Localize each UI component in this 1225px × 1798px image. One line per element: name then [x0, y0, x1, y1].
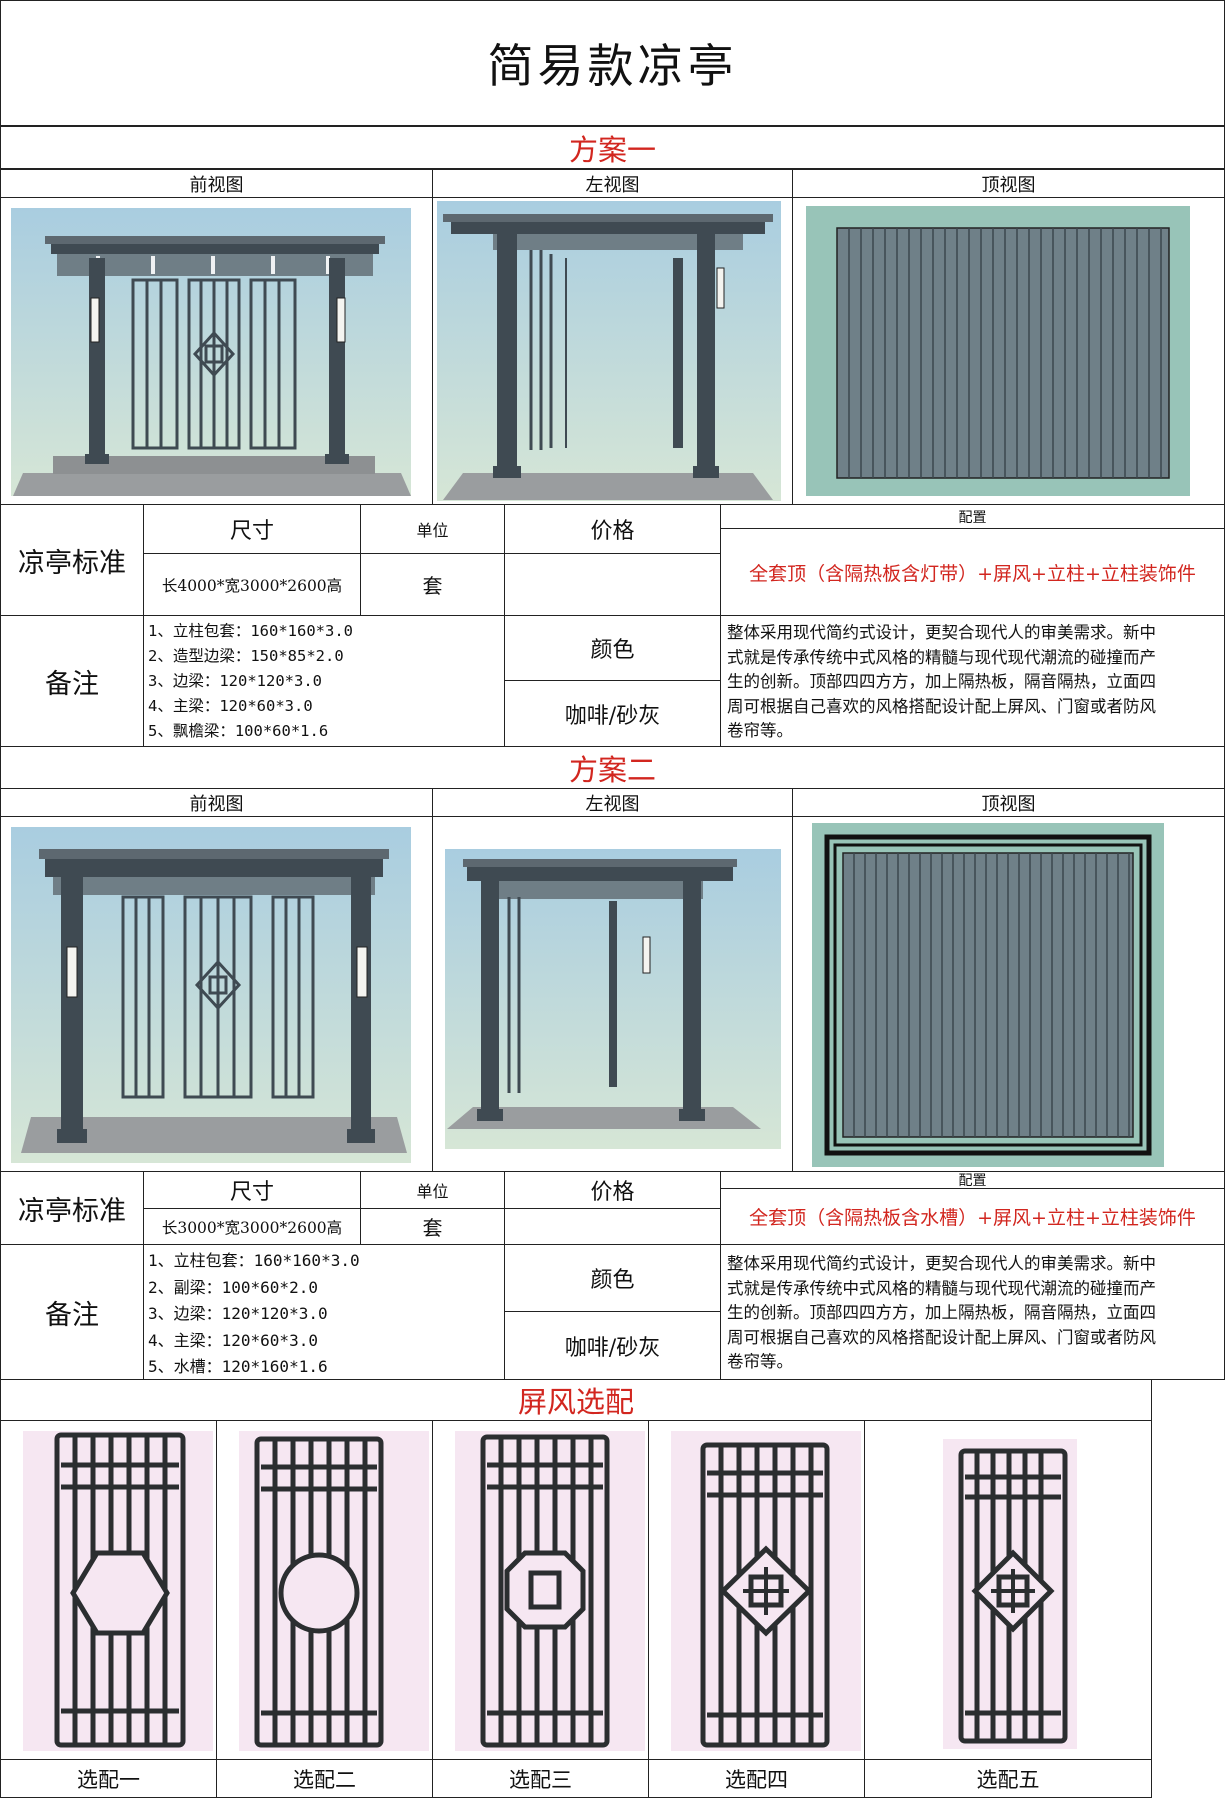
- plan-1-note-3: 3、边梁：120*120*3.0: [148, 672, 322, 690]
- plan-2-unit-value: 套: [360, 1208, 505, 1245]
- plan-1-description: 整体采用现代简约式设计，更契合现代人的审美需求。新中 式就是传承传统中式风格的精…: [720, 615, 1225, 747]
- plan-1-desc-line: 卷帘等。: [727, 721, 793, 741]
- plan-1-top-view: [792, 197, 1225, 505]
- plan-1-size-value: 长4000*宽3000*2600高: [143, 553, 361, 616]
- plan-2-desc-line: 整体采用现代简约式设计，更契合现代人的审美需求。新中: [727, 1254, 1156, 1274]
- plan-2-description: 整体采用现代简约式设计，更契合现代人的审美需求。新中 式就是传承传统中式风格的精…: [720, 1244, 1225, 1380]
- plan-2-standard-label: 凉亭标准: [0, 1171, 144, 1245]
- plan-2-left-view: [432, 816, 793, 1172]
- plan-2-desc-line: 式就是传承传统中式风格的精髓与现代现代潮流的碰撞而产: [727, 1278, 1156, 1298]
- plan-1-front-header: 前视图: [0, 169, 433, 198]
- plan-1-desc-line: 式就是传承传统中式风格的精髓与现代现代潮流的碰撞而产: [727, 647, 1156, 667]
- screen-option-1-image: [0, 1420, 217, 1760]
- screen-option-3-label: 选配三: [432, 1759, 649, 1798]
- plan-1-color-value: 咖啡/砂灰: [504, 680, 721, 747]
- screen-option-4-label: 选配四: [648, 1759, 865, 1798]
- plan-1-price-header: 价格: [504, 504, 721, 554]
- plan-2-note-3: 3、边梁：120*120*3.0: [148, 1304, 328, 1323]
- plan-1-note-5: 5、飘檐梁：100*60*1.6: [148, 722, 329, 740]
- plan-2-color-label: 颜色: [504, 1244, 721, 1312]
- screen-option-2-label: 选配二: [216, 1759, 433, 1798]
- plan-1-remark-label: 备注: [0, 615, 144, 747]
- plan-2-note-4: 4、主梁：120*60*3.0: [148, 1330, 318, 1350]
- plan-2-color-value: 咖啡/砂灰: [504, 1311, 721, 1380]
- screen-section-title: 屏风选配: [0, 1379, 1152, 1421]
- plan-1-notes: 1、立柱包套：160*160*3.0 2、造型边梁：150*85*2.0 3、边…: [143, 615, 505, 747]
- plan-2-top-view: [792, 816, 1225, 1172]
- plan-1-price-value: [504, 553, 721, 616]
- plan-1-color-label: 颜色: [504, 615, 721, 681]
- plan-2-config-value: 全套顶（含隔热板含水槽）+屏风+立柱+立柱装饰件: [720, 1188, 1225, 1245]
- plan-1-left-header: 左视图: [432, 169, 793, 198]
- plan-1-note-2: 2、造型边梁：150*85*2.0: [148, 647, 344, 665]
- screen-option-2-image: [216, 1420, 433, 1760]
- plan-2-remark-label: 备注: [0, 1244, 144, 1380]
- plan-2-price-header: 价格: [504, 1171, 721, 1209]
- screen-option-5-image: [864, 1420, 1152, 1760]
- plan-2-unit-header: 单位: [360, 1171, 505, 1209]
- page-title: 简易款凉亭: [0, 0, 1225, 126]
- plan-2-note-5: 5、水槽：120*160*1.6: [148, 1357, 328, 1376]
- plan-1-note-4: 4、主梁：120*60*3.0: [148, 697, 313, 715]
- plan-1-size-header: 尺寸: [143, 504, 361, 554]
- plan-1-desc-line: 整体采用现代简约式设计，更契合现代人的审美需求。新中: [727, 623, 1156, 643]
- plan-1-note-1: 1、立柱包套：160*160*3.0: [148, 622, 353, 640]
- plan-1-front-view: [0, 197, 433, 505]
- plan-1-standard-label: 凉亭标准: [0, 504, 144, 616]
- plan-2-left-header: 左视图: [432, 788, 793, 817]
- plan-2-desc-line: 卷帘等。: [727, 1352, 793, 1372]
- plan-1-left-view: [432, 197, 793, 505]
- plan-2-desc-line: 周可根据自己喜欢的风格搭配设计配上屏风、门窗或者防风: [727, 1327, 1156, 1347]
- plan-2-price-value: [504, 1208, 721, 1245]
- screen-option-4-image: [648, 1420, 865, 1760]
- plan-2-size-header: 尺寸: [143, 1171, 361, 1209]
- plan-2-config-header: 配置: [720, 1171, 1225, 1189]
- plan-1-config-header: 配置: [720, 504, 1225, 529]
- plan-1-desc-line: 生的创新。顶部四四方方，加上隔热板，隔音隔热，立面四: [727, 672, 1156, 692]
- plan-1-config-value: 全套顶（含隔热板含灯带）+屏风+立柱+立柱装饰件: [720, 528, 1225, 616]
- plan-2-title: 方案二: [0, 746, 1225, 789]
- screen-option-5-label: 选配五: [864, 1759, 1152, 1798]
- plan-2-desc-line: 生的创新。顶部四四方方，加上隔热板，隔音隔热，立面四: [727, 1303, 1156, 1323]
- plan-2-note-2: 2、副梁：100*60*2.0: [148, 1277, 318, 1297]
- plan-2-note-1: 1、立柱包套：160*160*3.0: [148, 1251, 360, 1270]
- plan-1-desc-line: 周可根据自己喜欢的风格搭配设计配上屏风、门窗或者防风: [727, 696, 1156, 716]
- screen-option-3-image: [432, 1420, 649, 1760]
- plan-1-unit-header: 单位: [360, 504, 505, 554]
- plan-1-unit-value: 套: [360, 553, 505, 616]
- screen-option-1-label: 选配一: [0, 1759, 217, 1798]
- plan-2-front-view: [0, 816, 433, 1172]
- plan-2-size-value: 长3000*宽3000*2600高: [143, 1208, 361, 1245]
- plan-2-top-header: 顶视图: [792, 788, 1225, 817]
- plan-1-title: 方案一: [0, 126, 1225, 169]
- plan-2-front-header: 前视图: [0, 788, 433, 817]
- plan-1-top-header: 顶视图: [792, 169, 1225, 198]
- plan-2-notes: 1、立柱包套：160*160*3.0 2、副梁：100*60*2.0 3、边梁：…: [143, 1244, 505, 1380]
